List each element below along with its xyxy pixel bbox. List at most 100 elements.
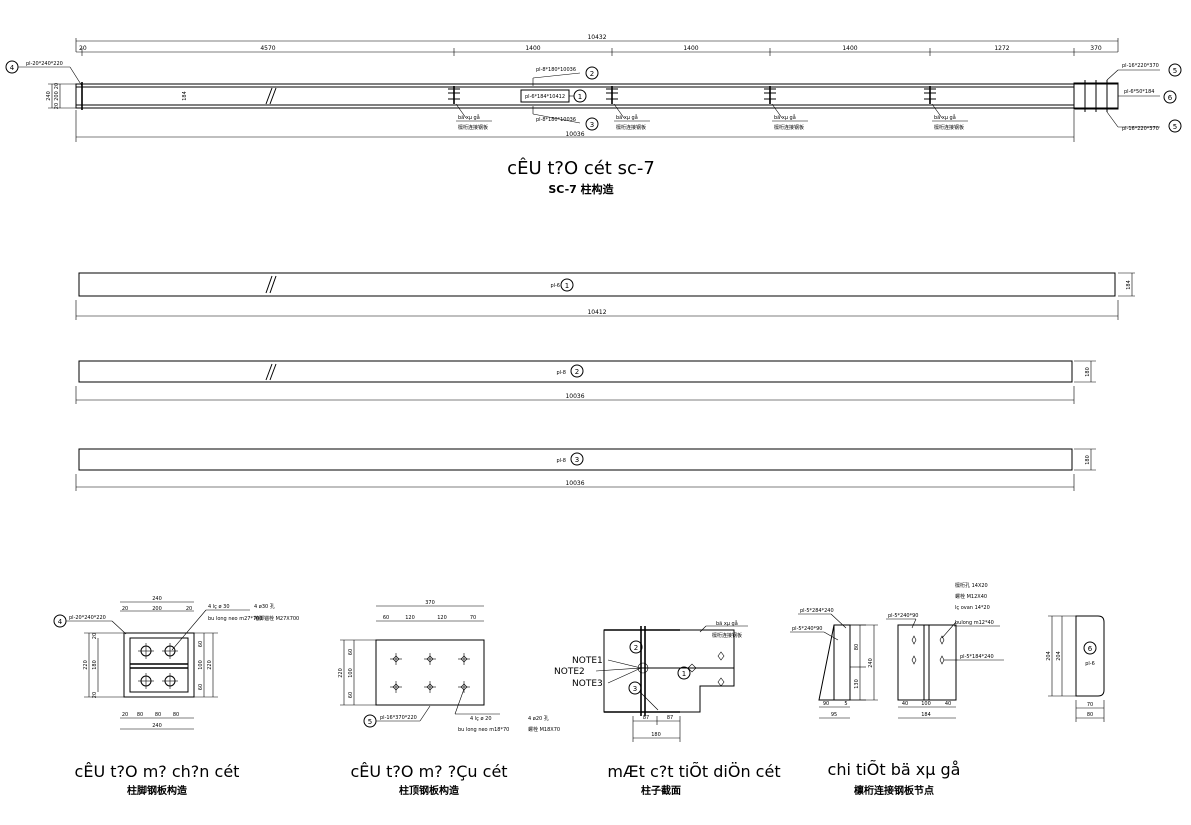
purlin-dim-b-0: 40 xyxy=(902,701,908,707)
svg-text:2: 2 xyxy=(590,70,594,78)
seg-dim-5: 1272 xyxy=(994,45,1009,52)
purlin-callout-3: pl-5*240*90 xyxy=(888,613,918,619)
section-bottom-dim-0: 87 xyxy=(643,715,649,721)
purlin-dim-b-1: 100 xyxy=(921,701,931,707)
cap-bolt-note: bu long neo m18*70 xyxy=(458,727,509,733)
cap-left-dim-0: 220 xyxy=(338,668,344,678)
cap-left-dim-2: 100 xyxy=(348,668,354,678)
stiffener-dim-h-1: 204 xyxy=(1056,651,1062,661)
height-dim-0: 240 xyxy=(46,91,52,101)
section-bracket-vn: bä xµ gå xyxy=(716,620,738,627)
section-bracket-cn: 檩桁连接钢板 xyxy=(712,632,742,639)
cap-hole-note: 4 lç ø 20 xyxy=(470,716,492,722)
purlin-bracket-detail: 80 130 240 pl-5*284*240 pl-5*240*90 90 5… xyxy=(790,582,1004,797)
purlin-height-2: 240 xyxy=(868,658,874,668)
bracket-marker-3 xyxy=(764,86,776,104)
stiffener-label: pl-6 xyxy=(1085,661,1095,667)
column-section-detail: 2 1 3 NOTE1 NOTE2 NOTE3 bä xµ gå 檩桁连接钢板 … xyxy=(554,620,781,797)
purlin-dim-b-total: 184 xyxy=(921,712,931,718)
note-2: NOTE2 xyxy=(554,667,585,677)
bracket-label-vn-1: bä xµ gå xyxy=(458,114,480,121)
purlin-callout-2: pl-5*240*90 xyxy=(792,626,822,632)
section-bottom-total: 180 xyxy=(651,732,661,738)
cap-hole-2 xyxy=(424,653,436,665)
cap-bolt-note-cn: 螺栓 M18X70 xyxy=(528,726,560,733)
section-mark-1: 1 xyxy=(682,670,686,678)
plate-2-mark: 2 xyxy=(575,368,579,376)
base-caption-cn: 柱脚钢板构造 xyxy=(127,784,188,797)
stiffener-dim-h-0: 204 xyxy=(1046,651,1052,661)
seg-dim-3: 1400 xyxy=(683,45,698,52)
purlin-note-vn-2: bulong m12*40 xyxy=(955,620,994,626)
height-dim-2: 200 xyxy=(54,91,60,101)
plate-3: pl-8 3 180 10036 xyxy=(75,448,1096,491)
purlin-caption-vn: chi tiÕt bä xµ gå xyxy=(828,760,961,779)
base-hole-note-cn: 4 ø30 孔 xyxy=(254,603,275,610)
bracket-marker-2 xyxy=(606,86,618,104)
cap-plate-detail: 370 60 120 120 70 220 60 100 60 5 pl-16*… xyxy=(338,600,560,797)
cap-left-dim-1: 60 xyxy=(348,649,354,655)
purlin-note-vn-1: lç ovan 14*20 xyxy=(955,605,990,611)
bracket-label-vn-4: bä xµ gå xyxy=(934,114,956,121)
cap-callout: pl-16*370*220 xyxy=(380,715,417,721)
note-1: NOTE1 xyxy=(572,656,603,666)
base-bottom-dim-1: 80 xyxy=(137,712,143,718)
base-right-dim-3: 220 xyxy=(207,660,213,670)
base-right-dim-1: 100 xyxy=(198,660,204,670)
web-dim: 184 xyxy=(182,91,188,101)
base-left-dim-0: 220 xyxy=(83,660,89,670)
right-mid-callout: pl-6*50*184 xyxy=(1124,89,1154,95)
cap-hole-6 xyxy=(458,681,470,693)
base-bolt-note: bu long neo m27*700 xyxy=(208,616,262,622)
right-bot-callout: pl-16*220*370 xyxy=(1122,126,1159,132)
purlin-note-cn-1: 檩桁孔 14X20 xyxy=(955,582,988,589)
purlin-caption-cn: 檩桁连接钢板节点 xyxy=(854,784,934,797)
bracket-label-cn-4: 檩桁连接钢板 xyxy=(934,124,964,131)
base-left-dim-2: 20 xyxy=(92,633,98,639)
cap-top-dim-2: 120 xyxy=(437,615,447,621)
bracket-label-cn-1: 檩桁连接钢板 xyxy=(458,124,488,131)
bottom-dim: 10036 xyxy=(565,131,584,138)
bracket-label-vn-2: bä xµ gå xyxy=(616,114,638,121)
section-bottom-dim-1: 87 xyxy=(667,715,673,721)
base-plate-detail: 240 20 200 20 4 pl-20*240*220 4 lç ø 30 … xyxy=(53,596,299,797)
plate-3-label: pl-8 xyxy=(556,458,566,464)
svg-text:6: 6 xyxy=(1168,94,1173,102)
plate-3-height: 180 xyxy=(1085,455,1091,465)
purlin-callout-1: pl-5*284*240 xyxy=(800,608,834,614)
base-hole-note: 4 lç ø 30 xyxy=(208,604,230,610)
base-bottom-dim-2: 80 xyxy=(155,712,161,718)
section-caption-vn: mÆt c?t tiÕt diÖn cét xyxy=(607,762,780,781)
cap-top-dim-1: 120 xyxy=(405,615,415,621)
plate-3-mark: 3 xyxy=(575,456,579,464)
svg-text:5: 5 xyxy=(368,718,372,726)
plate-2-length: 10036 xyxy=(565,393,584,400)
base-top-dim-1: 200 xyxy=(152,606,162,612)
plate-3-length: 10036 xyxy=(565,480,584,487)
svg-text:5: 5 xyxy=(1173,123,1177,131)
bracket-label-cn-2: 檩桁连接钢板 xyxy=(616,124,646,131)
seg-dim-2: 1400 xyxy=(525,45,540,52)
elevation-title-vn: cÊU t?O cét sc-7 xyxy=(507,157,655,179)
center-top-callout: pl-8*180*10036 xyxy=(536,67,576,73)
cap-hole-note-cn: 4 ø20 孔 xyxy=(528,715,549,722)
svg-text:4: 4 xyxy=(58,618,63,626)
base-bolt-note-cn: 地脚锚栓 M27X700 xyxy=(254,615,299,622)
base-caption-vn: cÊU t?O m? ch?n cét xyxy=(75,762,240,781)
purlin-height-1: 130 xyxy=(854,679,860,689)
purlin-dim-b-2: 40 xyxy=(945,701,951,707)
height-dim-3: 20 xyxy=(54,103,60,109)
cap-top-dim: 370 xyxy=(425,600,435,606)
svg-text:3: 3 xyxy=(590,121,594,129)
bracket-marker-1 xyxy=(448,86,460,104)
stiffener-dim-w-0: 70 xyxy=(1087,702,1093,708)
purlin-dim-a-0: 90 xyxy=(823,701,829,707)
base-top-dim-0: 20 xyxy=(122,606,128,612)
svg-text:5: 5 xyxy=(1173,67,1177,75)
cap-hole-5 xyxy=(424,681,436,693)
purlin-dim-a-total: 95 xyxy=(831,712,837,718)
base-top-dim-2: 20 xyxy=(186,606,192,612)
base-bottom-dim-3: 80 xyxy=(173,712,179,718)
cap-hole-3 xyxy=(458,653,470,665)
